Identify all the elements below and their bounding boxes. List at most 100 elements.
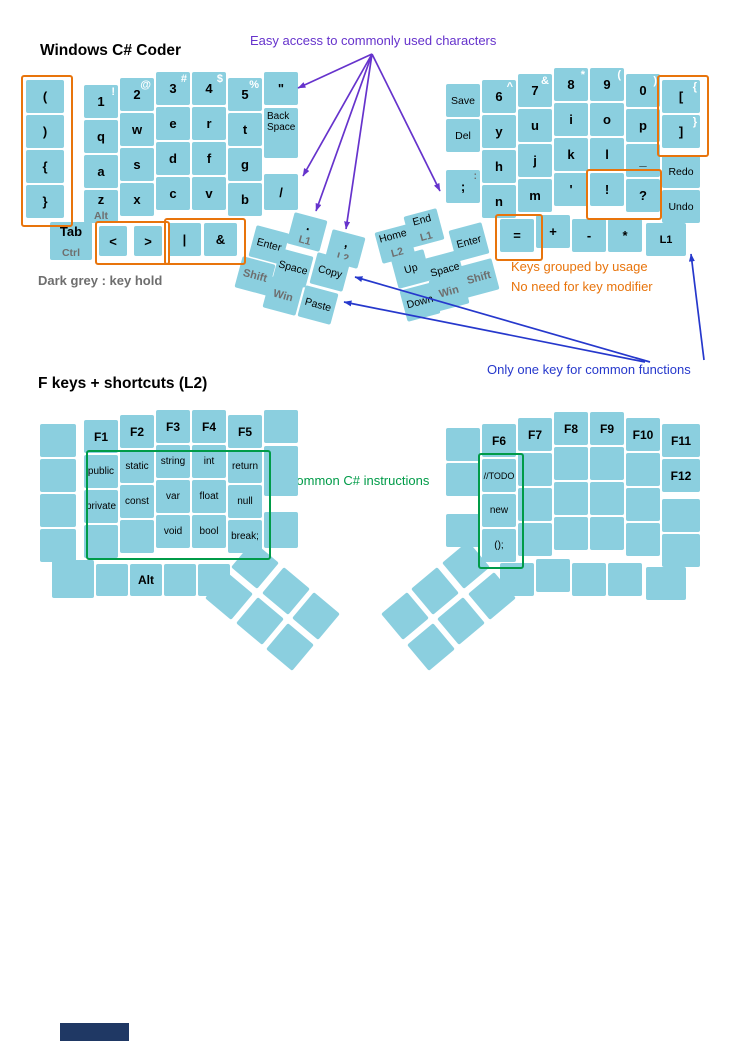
key-b: b [228,183,262,216]
key-blank [626,523,660,556]
key-f4: F4 [192,410,226,443]
key-l1: L1 [646,223,686,256]
key-f8: F8 [554,412,588,445]
annotation-common-csharp: Common C# instructions [287,473,430,488]
key-blank [554,517,588,550]
key-paste: Paste [297,285,339,325]
key-g: g [228,148,262,181]
key-blank [554,447,588,480]
key-6: 6^ [482,80,516,113]
key-const: const [120,485,154,518]
key-bracket-close: ]} [662,115,700,148]
key-parens-semicolon: (); [482,529,516,562]
key-i: i [554,103,588,136]
key-private: private [84,490,118,523]
key-9: 9( [590,68,624,101]
key-blank [590,517,624,550]
key-0: 0) [626,74,660,107]
key-exclamation: ! [590,173,624,206]
key-blank [446,463,480,496]
key-blank [554,482,588,515]
key-underscore: _ [626,144,660,177]
key-ampersand: & [204,223,237,256]
key-blank [446,428,480,461]
key-m: m [518,179,552,212]
key-alt: Alt [130,564,162,596]
key-int: int [192,445,226,478]
key-r: r [192,107,226,140]
key-f12: F12 [662,459,700,492]
key-q: q [84,120,118,153]
key-redo: Redo [662,155,700,188]
key-brace-open: { [26,150,64,183]
key-1: 1! [84,85,118,118]
key-double-quote: " [264,72,298,105]
key-f3: F3 [156,410,190,443]
key-blank [518,453,552,486]
key-period: .L1 [286,212,328,252]
key-save: Save [446,84,480,117]
key-equals: = [500,219,534,252]
key-h: h [482,150,516,183]
key-3: 3# [156,72,190,105]
key-blank [40,424,76,457]
key-2: 2@ [120,78,154,111]
key-blank [626,488,660,521]
key-static: static [120,450,154,483]
footer-bar [60,1023,129,1041]
key-blank [164,564,196,596]
key-f5: F5 [228,415,262,448]
key-t: t [228,113,262,146]
key-w: w [120,113,154,146]
key-blank [646,567,686,600]
key-e: e [156,107,190,140]
key-f11: F11 [662,424,700,457]
key-todo-comment: //TODO [482,459,516,492]
key-8: 8* [554,68,588,101]
key-blank [96,564,128,596]
key-x: x [120,183,154,216]
key-blank [120,520,154,553]
key-f6: F6 [482,424,516,457]
key-blank [518,523,552,556]
key-blank [264,410,298,443]
key-brace-close: } [26,185,64,218]
key-blank [264,512,298,548]
key-blank [590,482,624,515]
key-n: n [482,185,516,218]
key-less-than: < [99,226,127,256]
key-apostrophe: ' [554,173,588,206]
key-back-space: Back Space [264,108,298,158]
key-return: return [228,450,262,483]
key-string: string [156,445,190,478]
key-blank [626,453,660,486]
key-s: s [120,148,154,181]
key-j: j [518,144,552,177]
key-void: void [156,515,190,548]
key-f2: F2 [120,415,154,448]
key-semicolon: ;: [446,170,480,203]
key-blank [84,525,118,558]
key-blank [52,560,94,598]
key-var: var [156,480,190,513]
key-d: d [156,142,190,175]
key-null: null [228,485,262,518]
key-blank [608,563,642,596]
key-blank [40,494,76,527]
key-blank [40,529,76,562]
key-pipe: | [168,223,201,256]
key-bracket-open: [{ [662,80,700,113]
key-blank [662,534,700,567]
annotation-keys-grouped: Keys grouped by usage [511,259,648,274]
key-f: f [192,142,226,175]
key-v: v [192,177,226,210]
key-o: o [590,103,624,136]
annotation-easy-access: Easy access to commonly used characters [250,33,497,48]
l2-layer-title: F keys + shortcuts (L2) [38,375,208,392]
key-blank [40,459,76,492]
annotation-dark-grey-key-hold: Dark grey : key hold [38,273,163,288]
